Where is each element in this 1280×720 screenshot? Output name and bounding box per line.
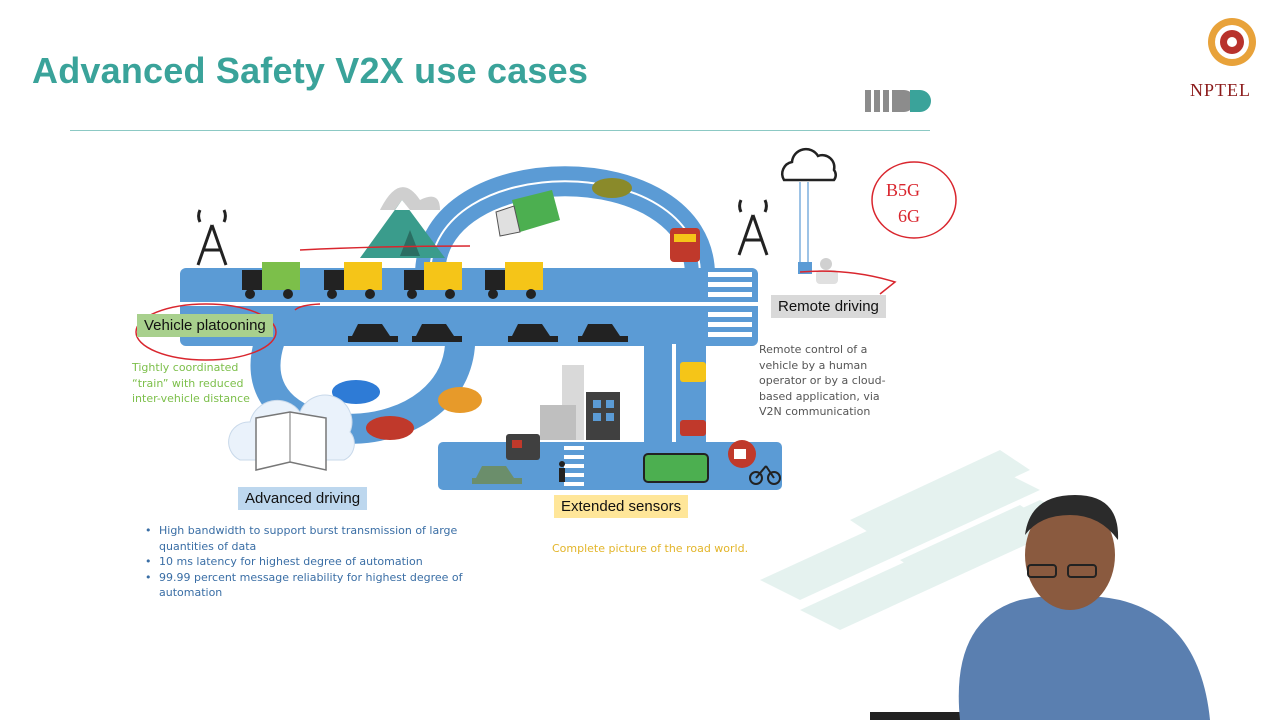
bullet-item: 99.99 percent message reliability for hi… <box>145 570 465 601</box>
label-vehicle-platooning: Vehicle platooning <box>137 314 273 337</box>
platoon-truck <box>324 262 382 299</box>
cell-tower-icon <box>737 199 769 256</box>
bicycle-icon <box>749 465 781 485</box>
video-icon <box>506 434 540 460</box>
annotation-text: B5G 6G <box>886 180 920 226</box>
buildings-icon <box>540 365 620 440</box>
cargo-truck-icon <box>495 190 560 237</box>
title-divider <box>70 130 930 131</box>
decorative-stripes <box>760 450 1080 630</box>
annotation-ink <box>135 161 957 361</box>
label-remote-driving: Remote driving <box>771 295 886 318</box>
presenter-video <box>870 495 1210 720</box>
annotation-6g: 6G <box>898 206 920 226</box>
iiitd-logo-icon <box>865 90 931 112</box>
slide-title: Advanced Safety V2X use cases <box>32 50 589 91</box>
platoon-truck <box>404 262 462 299</box>
cloud-icon <box>781 147 837 268</box>
camera-icon <box>728 440 756 468</box>
car-icon <box>332 380 380 404</box>
platoon-truck <box>485 262 543 299</box>
platoon-truck <box>242 262 300 299</box>
nptel-logo-text: NPTEL <box>1190 80 1251 100</box>
car-icon <box>508 324 558 342</box>
bullet-item: 10 ms latency for highest degree of auto… <box>145 554 465 570</box>
car-icon <box>472 466 522 484</box>
bus-icon <box>643 453 709 483</box>
car-icon <box>348 324 398 342</box>
pedestrian-icon <box>559 461 565 482</box>
bus-icon <box>680 362 706 382</box>
car-icon <box>412 324 462 342</box>
cell-tower-icon <box>196 209 228 266</box>
nptel-emblem-icon <box>1208 18 1256 66</box>
advanced-driving-bullets: High bandwidth to support burst transmis… <box>145 523 465 601</box>
map-cloud-icon <box>228 394 355 471</box>
car-icon <box>578 324 628 342</box>
extended-sensors-description: Complete picture of the road world. <box>552 542 749 555</box>
bullet-item: High bandwidth to support burst transmis… <box>145 523 465 554</box>
remote-driving-description: Remote control of a vehicle by a human o… <box>759 343 886 418</box>
label-extended-sensors: Extended sensors <box>554 495 689 518</box>
car-icon <box>680 420 706 436</box>
annotation-b5g: B5G <box>886 180 920 200</box>
car-icon <box>366 416 414 440</box>
bus-icon <box>670 228 700 262</box>
car-icon <box>438 387 482 413</box>
car-icon <box>592 178 632 198</box>
label-advanced-driving: Advanced driving <box>238 487 368 510</box>
platooning-description: Tightly coordinated “train” with reduced… <box>132 361 250 405</box>
mountain-icon <box>360 187 445 258</box>
